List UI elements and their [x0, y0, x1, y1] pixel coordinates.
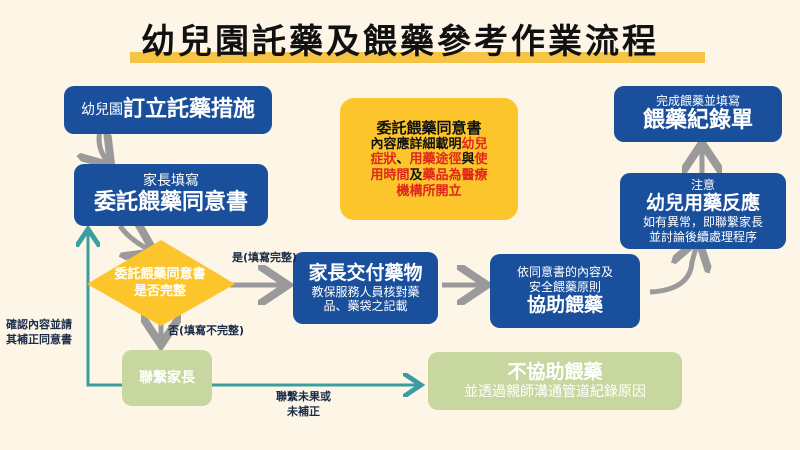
- decision-diamond: [87, 240, 235, 326]
- contact-main: 聯繫家長: [139, 369, 195, 386]
- note-l2d: 與: [461, 152, 475, 168]
- noassist-main: 不協助餵藥: [507, 361, 603, 384]
- assist-line2: 安全餵藥原則: [528, 279, 601, 294]
- observe-line1: 注意: [690, 178, 715, 193]
- page-title: 幼兒園託藥及餵藥參考作業流程: [141, 22, 659, 62]
- step-hand-over-medicine: 家長交付藥物 教保服務人員核對藥 品、藥袋之記載: [293, 252, 438, 324]
- note-line2: 症狀、用藥途徑與使: [370, 152, 487, 168]
- decision-line1: 委託餵藥同意書: [114, 267, 206, 283]
- step1-main: 訂立託藥措施: [122, 96, 255, 122]
- step-observe-reaction: 注意 幼兒用藥反應 如有異常，即聯繫家長 並討論後續處理程序: [620, 173, 786, 249]
- edge-label-retry: 確認內容並請 其補正同意書: [6, 318, 72, 348]
- step-contact-parents: 聯繫家長: [122, 350, 212, 406]
- complete-line1: 完成餵藥並填寫: [655, 93, 740, 108]
- step1-prefix: 幼兒園: [80, 101, 123, 118]
- handover-sub2: 品、藥袋之記載: [323, 299, 408, 314]
- assist-main: 協助餵藥: [526, 293, 603, 316]
- retry-line1: 確認內容並請: [6, 318, 72, 331]
- unresolved-line1: 聯繫未果或: [276, 390, 331, 403]
- note-l3b: 及: [409, 168, 423, 183]
- arrow-step2-to-decision: [117, 226, 150, 250]
- observe-sub2: 並討論後續處理程序: [648, 229, 757, 244]
- step2-line1: 家長填寫: [143, 173, 199, 190]
- note-l1a: 內容應詳細載明: [370, 136, 462, 152]
- edge-label-no: 否(填寫不完整): [168, 324, 245, 337]
- note-l1b: 幼兒: [461, 136, 488, 152]
- observe-main: 幼兒用藥反應: [645, 192, 760, 215]
- arrow-step1-to-step2: [99, 129, 108, 162]
- note-line1: 內容應詳細載明幼兒: [370, 137, 487, 153]
- step-complete-record: 完成餵藥並填寫 餵藥紀錄單: [614, 86, 782, 142]
- consent-form-note: 委託餵藥同意書 內容應詳細載明幼兒 症狀、用藥途徑與使 用時間及藥品為醫療 機構…: [340, 98, 518, 220]
- note-l3c: 藥品為醫療: [422, 168, 488, 183]
- note-l2e: 使: [474, 152, 488, 168]
- observe-sub1: 如有異常，即聯繫家長: [642, 215, 763, 230]
- arrow-contact-retry: [88, 232, 122, 387]
- title-highlight: [130, 52, 705, 63]
- note-line3: 用時間及藥品為醫療: [370, 168, 487, 184]
- step2-line2: 委託餵藥同意書: [93, 190, 248, 216]
- note-l3a: 用時間: [370, 168, 410, 183]
- note-l2a: 症狀: [370, 152, 397, 168]
- edge-label-yes: 是(填寫完整): [232, 251, 298, 264]
- handover-main: 家長交付藥物: [308, 262, 423, 285]
- complete-main: 餵藥紀錄單: [642, 108, 753, 133]
- title-area: 幼兒園託藥及餵藥參考作業流程: [0, 0, 800, 72]
- retry-line2: 其補正同意書: [6, 332, 72, 346]
- unresolved-line2: 未補正: [287, 404, 320, 418]
- note-title: 委託餵藥同意書: [376, 118, 482, 137]
- arrow-assist-to-observe: [649, 244, 697, 295]
- assist-line1: 依同意書的內容及: [516, 265, 613, 280]
- edge-label-unresolved: 聯繫未果或 未補正: [276, 390, 331, 420]
- step-establish-measures: 幼兒園 訂立託藥措施: [64, 86, 272, 134]
- noassist-sub: 並透過親師溝通管道紀錄原因: [464, 384, 646, 400]
- note-l2c: 用藥途徑: [409, 152, 462, 168]
- decision-text: 委託餵藥同意書 是否完整: [92, 258, 228, 310]
- step-assist-feeding: 依同意書的內容及 安全餵藥原則 協助餵藥: [490, 254, 640, 328]
- note-l2b: 、: [396, 152, 410, 168]
- decision-line2: 是否完整: [133, 284, 186, 299]
- note-line4: 機構所開立: [396, 183, 462, 199]
- step-parent-fill-form: 家長填寫 委託餵藥同意書: [74, 164, 268, 226]
- handover-sub1: 教保服務人員核對藥: [311, 285, 420, 299]
- step-no-assist: 不協助餵藥 並透過親師溝通管道紀錄原因: [428, 352, 682, 410]
